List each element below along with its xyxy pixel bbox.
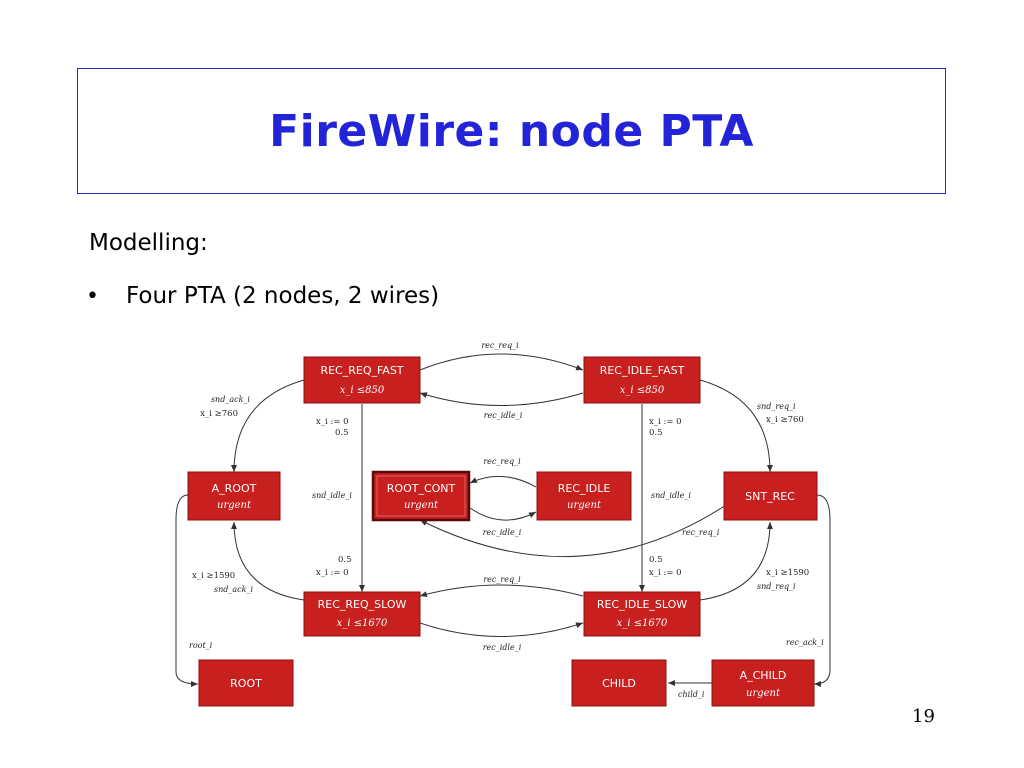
edge-sntrec-to-rootcont <box>419 504 727 558</box>
bullet-text: Four PTA (2 nodes, 2 wires) <box>126 283 440 309</box>
label-snd-ack-left: snd_ack_i <box>211 395 250 404</box>
state-invariant: x_i ≤850 <box>620 385 665 396</box>
label-prob-left-bot: 0.5 <box>338 555 352 565</box>
state-rec-idle: REC_IDLE urgent <box>536 471 632 521</box>
label-rec-req-mid: rec_req_i <box>483 457 521 466</box>
edge-recidle-to-rootcont <box>469 475 537 488</box>
state-label: ROOT <box>230 677 262 690</box>
label-guard-1590-right: x_i ≥1590 <box>766 568 809 578</box>
label-reset-right-bot: x_i := 0 <box>649 568 682 578</box>
state-label: CHILD <box>602 677 636 690</box>
label-root: root_i <box>189 641 213 650</box>
label-reset-right-top: x_i := 0 <box>649 417 682 427</box>
state-sub: urgent <box>404 500 439 511</box>
state-label: A_CHILD <box>740 669 787 682</box>
edge-fast-to-aroot <box>231 379 305 473</box>
states: REC_REQ_FAST x_i ≤850 REC_IDLE_FAST x_i … <box>187 356 818 707</box>
state-sub: urgent <box>567 500 602 511</box>
state-root-cont: ROOT_CONT urgent <box>371 470 471 522</box>
bullet-dot: • <box>86 284 99 309</box>
edge-labels: rec_req_i rec_idle_i snd_ack_i x_i ≥760 … <box>189 341 824 699</box>
edge-fast-req-to-idle <box>419 353 584 371</box>
label-snd-ack-left-bot: snd_ack_i <box>214 585 253 594</box>
edge-slow-req-to-idle <box>419 622 584 637</box>
label-snd-req-right: snd_req_i <box>757 402 796 411</box>
state-a-child: A_CHILD urgent <box>711 659 815 707</box>
label-guard-760-left: x_i ≥760 <box>200 409 238 419</box>
state-label: ROOT_CONT <box>387 482 456 495</box>
label-prob-right-top: 0.5 <box>649 428 663 438</box>
state-invariant: x_i ≤1670 <box>617 618 668 629</box>
label-rec-ack: rec_ack_i <box>786 638 824 647</box>
state-sub: urgent <box>746 688 781 699</box>
state-label: SNT_REC <box>745 490 795 503</box>
state-rec-idle-fast: REC_IDLE_FAST x_i ≤850 <box>583 356 701 404</box>
label-reset-left-bot: x_i := 0 <box>316 568 349 578</box>
edge-rootcont-to-recidle <box>469 507 537 521</box>
label-snd-idle-right: snd_idle_i <box>651 491 691 500</box>
label-prob-left-top: 0.5 <box>335 428 349 438</box>
state-invariant: x_i ≤850 <box>340 385 385 396</box>
state-rec-req-slow: REC_REQ_SLOW x_i ≤1670 <box>303 591 421 637</box>
edge-sntrec-to-achild <box>813 494 831 687</box>
state-rec-req-fast: REC_REQ_FAST x_i ≤850 <box>303 356 421 404</box>
edge-fast-idle-to-req <box>419 392 584 406</box>
state-label: REC_REQ_SLOW <box>318 598 407 611</box>
modelling-heading: Modelling: <box>89 230 208 256</box>
state-a-root: A_ROOT urgent <box>187 471 281 521</box>
state-label: REC_IDLE_FAST <box>600 364 685 377</box>
edges <box>175 353 831 687</box>
label-rec-idle-bot: rec_idle_i <box>483 643 522 652</box>
page-number: 19 <box>912 706 935 727</box>
state-root: ROOT <box>198 659 294 707</box>
label-snd-req-right-bot: snd_req_i <box>757 582 796 591</box>
label-reset-left-top: x_i := 0 <box>316 417 349 427</box>
edge-aroot-to-root <box>175 494 199 687</box>
label-child: child_i <box>678 690 705 699</box>
state-rec-idle-slow: REC_IDLE_SLOW x_i ≤1670 <box>583 591 701 637</box>
edge-slow-idle-to-req <box>419 584 584 598</box>
label-guard-1590-left: x_i ≥1590 <box>192 571 235 581</box>
label-rec-req-bot: rec_req_i <box>483 575 521 584</box>
state-label: REC_IDLE_SLOW <box>597 598 687 611</box>
edge-slow-to-aroot <box>231 521 305 601</box>
state-label: REC_REQ_FAST <box>320 364 403 377</box>
edge-slow-to-sntrec <box>699 521 773 601</box>
title-box: FireWire: node PTA <box>77 68 946 194</box>
label-rec-idle-top: rec_idle_i <box>484 411 523 420</box>
state-label: A_ROOT <box>212 482 257 495</box>
state-snt-rec: SNT_REC <box>723 471 818 521</box>
label-rec-req-top: rec_req_i <box>481 341 519 350</box>
page-title: FireWire: node PTA <box>269 105 754 157</box>
edge-fast-to-sntrec <box>699 379 773 473</box>
label-rec-idle-mid: rec_idle_i <box>483 528 522 537</box>
label-prob-right-bot: 0.5 <box>649 555 663 565</box>
label-guard-760-right: x_i ≥760 <box>766 415 804 425</box>
state-label: REC_IDLE <box>558 482 611 495</box>
state-sub: urgent <box>217 500 252 511</box>
state-child: CHILD <box>571 659 667 707</box>
label-rec-req-snt: rec_req_i <box>682 528 720 537</box>
state-invariant: x_i ≤1670 <box>337 618 388 629</box>
label-snd-idle-left: snd_idle_i <box>312 491 352 500</box>
